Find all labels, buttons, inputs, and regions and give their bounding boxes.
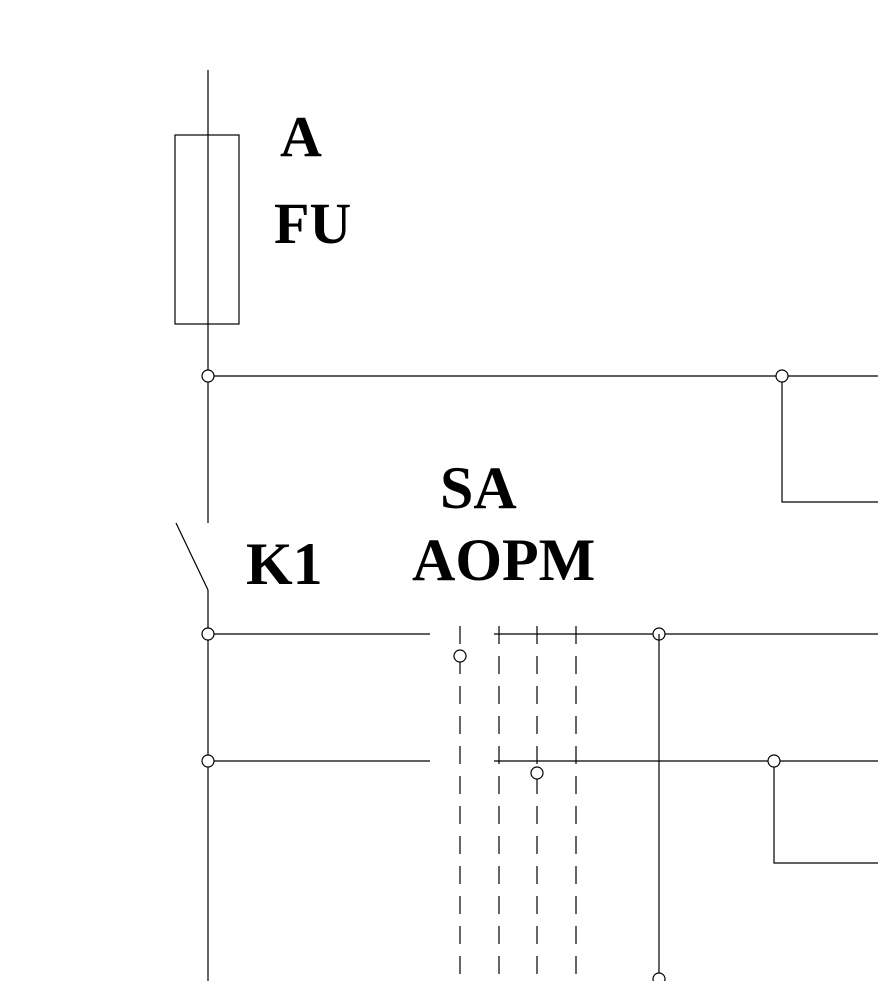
switch-contact-dot [530,766,544,780]
junction-node [775,369,789,383]
relay-contact-k1-symbol [175,522,209,591]
top-branch-wire [781,376,878,503]
switch-contact-dot [453,649,467,663]
selector-switch-positions-label: AOPM [412,527,595,593]
junction-node [201,369,215,383]
junction-node [652,972,666,981]
fuse-symbol [174,134,240,325]
selector-switch-ref-label: SA [440,455,517,521]
relay-contact-k1-label: K1 [246,531,323,597]
row2-branch-wire [773,761,878,864]
fuse-phase-label: A [280,104,322,169]
fuse-ref-label: FU [274,191,351,256]
junction-node [767,754,781,768]
junction-node [201,754,215,768]
junction-node [201,627,215,641]
